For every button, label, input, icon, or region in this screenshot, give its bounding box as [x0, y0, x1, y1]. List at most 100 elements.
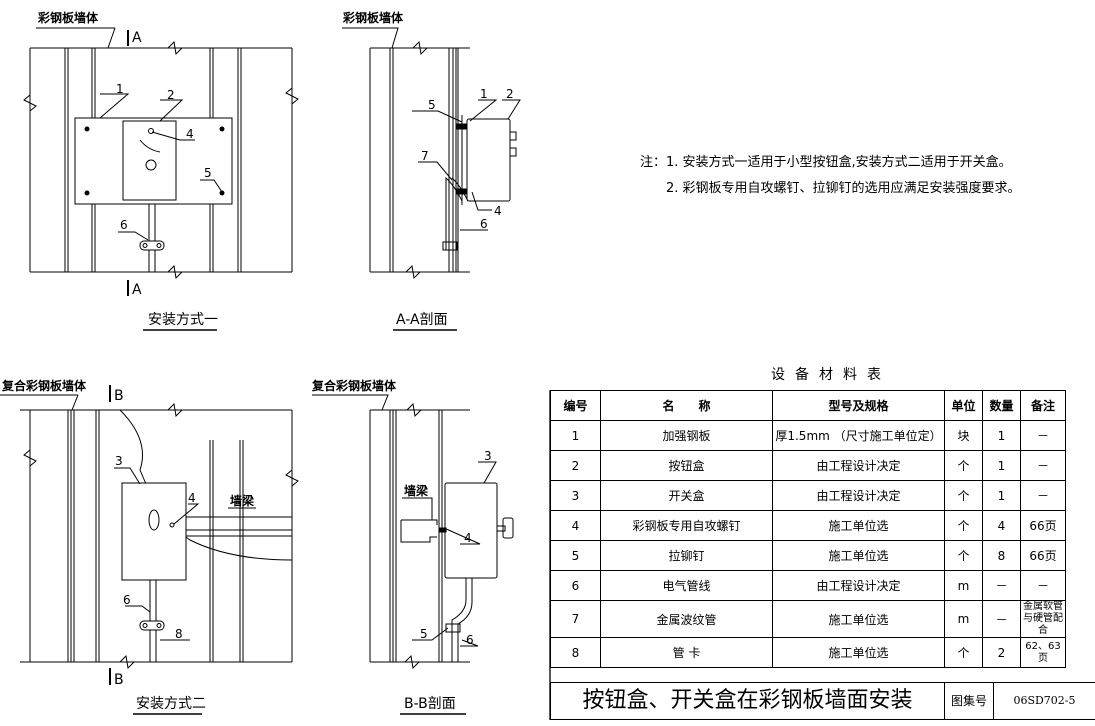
section-marker-b-bottom: B	[114, 672, 124, 688]
table-cell: m	[944, 600, 983, 638]
method1-elevation	[23, 27, 299, 331]
table-cell: 施工单位选	[772, 540, 945, 571]
table-title: 设备材料表	[771, 367, 891, 383]
note-line-1: 注：1. 安装方式一适用于小型按钮盒,安装方式二适用于开关盒。	[640, 155, 1012, 170]
table-cell: 个	[944, 480, 983, 511]
table-cell: －	[1020, 480, 1066, 511]
callout-4: 4	[186, 127, 194, 141]
callout-1: 1	[116, 82, 124, 96]
table-header-cell: 数量	[982, 390, 1021, 421]
table-cell: 管 卡	[600, 637, 773, 668]
callout-5: 5	[204, 166, 212, 180]
callout-2: 2	[167, 88, 175, 102]
table-cell: 6	[550, 570, 601, 601]
table-cell: －	[1020, 450, 1066, 481]
callout-6: 6	[466, 633, 474, 647]
callout-2: 2	[506, 87, 514, 101]
table-cell: 加强钢板	[600, 420, 773, 451]
caption-method2: 安装方式二	[136, 696, 206, 712]
table-cell: 66页	[1020, 540, 1066, 571]
notes: 注：1. 安装方式一适用于小型按钮盒,安装方式二适用于开关盒。 2. 彩钢板专用…	[640, 150, 1021, 202]
callout-4: 4	[464, 531, 472, 545]
table-cell: 施工单位选	[772, 600, 945, 638]
table-cell: 8	[550, 637, 601, 668]
table-cell: m	[944, 570, 983, 601]
table-cell: 5	[550, 540, 601, 571]
table-cell: 施工单位选	[772, 510, 945, 541]
table-cell: 开关盒	[600, 480, 773, 511]
callout-4: 4	[494, 204, 502, 218]
callout-8: 8	[175, 627, 183, 641]
table-cell: 7	[550, 600, 601, 638]
section-marker-b-top: B	[114, 388, 124, 404]
wall-label-bottom-left: 复合彩钢板墙体	[1, 378, 87, 393]
table-cell: 4	[982, 510, 1021, 541]
callout-3: 3	[484, 449, 492, 463]
table-header-cell: 编号	[550, 390, 601, 421]
table-cell: 2	[550, 450, 601, 481]
caption-section-bb: B-B剖面	[404, 696, 456, 712]
table-header-cell: 备注	[1020, 390, 1066, 421]
table-cell: －	[982, 570, 1021, 601]
callout-1: 1	[480, 87, 488, 101]
table-cell: 块	[944, 420, 983, 451]
drawing-title: 按钮盒、开关盒在彩钢板墙面安装	[551, 683, 945, 719]
table-header-cell: 名 称	[600, 390, 773, 421]
callout-5: 5	[420, 627, 428, 641]
method2-elevation	[0, 385, 299, 715]
table-cell: 由工程设计决定	[772, 480, 945, 511]
table-cell: 由工程设计决定	[772, 570, 945, 601]
wall-label-bottom-right: 复合彩钢板墙体	[311, 378, 397, 393]
caption-method1: 安装方式一	[148, 312, 218, 328]
table-cell: 个	[944, 510, 983, 541]
wall-label-top-right: 彩钢板墙体	[342, 10, 404, 25]
table-cell: 电气管线	[600, 570, 773, 601]
atlas-label: 图集号	[945, 683, 994, 719]
section-aa-view	[342, 27, 521, 331]
table-cell: 拉铆钉	[600, 540, 773, 571]
table-cell: 个	[944, 450, 983, 481]
table-cell: 金属波纹管	[600, 600, 773, 638]
table-cell: 施工单位选	[772, 637, 945, 668]
section-marker-a-bottom: A	[132, 282, 142, 298]
caption-section-aa: A-A剖面	[396, 312, 448, 328]
table-cell: 62、63页	[1020, 637, 1066, 668]
title-block: 按钮盒、开关盒在彩钢板墙面安装 图集号 06SD702-5	[550, 682, 1095, 720]
table-cell: 2	[982, 637, 1021, 668]
beam-label-right: 墙梁	[404, 483, 428, 498]
atlas-number: 06SD702-5	[1013, 694, 1076, 707]
section-marker-a-top: A	[132, 30, 142, 46]
table-cell: 1	[982, 420, 1021, 451]
table-cell: 3	[550, 480, 601, 511]
table-cell: 彩钢板专用自攻螺钉	[600, 510, 773, 541]
note-line-2: 2. 彩钢板专用自攻螺钉、拉铆钉的选用应满足安装强度要求。	[666, 181, 1021, 196]
callout-6: 6	[123, 593, 131, 607]
table-header-cell: 型号及规格	[772, 390, 945, 421]
callout-6: 6	[480, 217, 488, 231]
callout-3: 3	[115, 454, 123, 468]
table-cell: 66页	[1020, 510, 1066, 541]
table-header-row: 编号名 称型号及规格单位数量备注	[550, 390, 1066, 421]
callout-4: 4	[188, 491, 196, 505]
callout-7: 7	[421, 149, 429, 163]
table-cell: 1	[982, 450, 1021, 481]
table-cell: 厚1.5mm （尺寸施工单位定）	[772, 420, 945, 451]
table-cell: 个	[944, 540, 983, 571]
table-cell: 8	[982, 540, 1021, 571]
table-header-cell: 单位	[944, 390, 983, 421]
table-cell: 1	[982, 480, 1021, 511]
table-cell: －	[982, 600, 1021, 638]
callout-5: 5	[428, 98, 436, 112]
beam-label-left: 墙梁	[230, 493, 254, 508]
table-cell: 1	[550, 420, 601, 451]
table-cell: 按钮盒	[600, 450, 773, 481]
section-bb-view	[312, 394, 514, 715]
